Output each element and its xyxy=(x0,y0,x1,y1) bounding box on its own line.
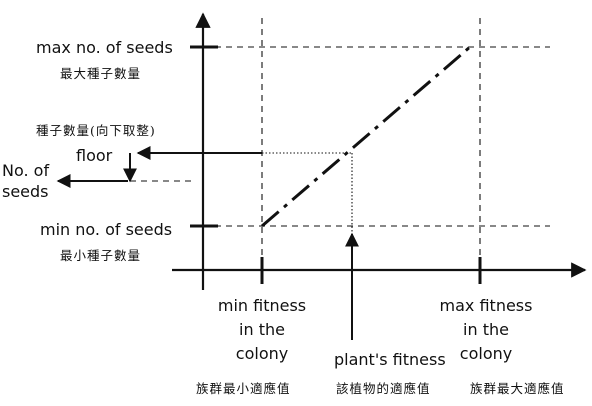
max-fitness-label-line3: colony xyxy=(459,344,513,363)
fitness-to-seeds-line xyxy=(261,45,471,228)
max-fitness-label-line1: max fitness xyxy=(439,296,533,315)
max-fitness-label-zh: 族群最大適應值 xyxy=(470,381,565,396)
plant-fitness-label: plant's fitness xyxy=(334,350,446,369)
min-fitness-label-zh: 族群最小適應值 xyxy=(196,381,291,396)
floor-label: floor xyxy=(76,146,113,165)
max-seeds-label: max no. of seeds xyxy=(36,38,173,57)
max-seeds-label-zh: 最大種子數量 xyxy=(60,66,142,81)
min-fitness-label-line1: min fitness xyxy=(217,296,307,315)
output-seeds-label-line2: seeds xyxy=(2,182,49,201)
plant-fitness-label-zh: 該植物的適應值 xyxy=(336,381,431,396)
min-fitness-label-line2: in the xyxy=(239,320,285,339)
min-fitness-label-line3: colony xyxy=(235,344,289,363)
output-seeds-label-line1: No. of xyxy=(2,161,50,180)
max-fitness-label-line2: in the xyxy=(463,320,509,339)
min-seeds-label: min no. of seeds xyxy=(40,220,173,239)
min-seeds-label-zh: 最小種子數量 xyxy=(60,248,142,263)
floor-label-zh: 種子數量(向下取整) xyxy=(36,123,156,138)
